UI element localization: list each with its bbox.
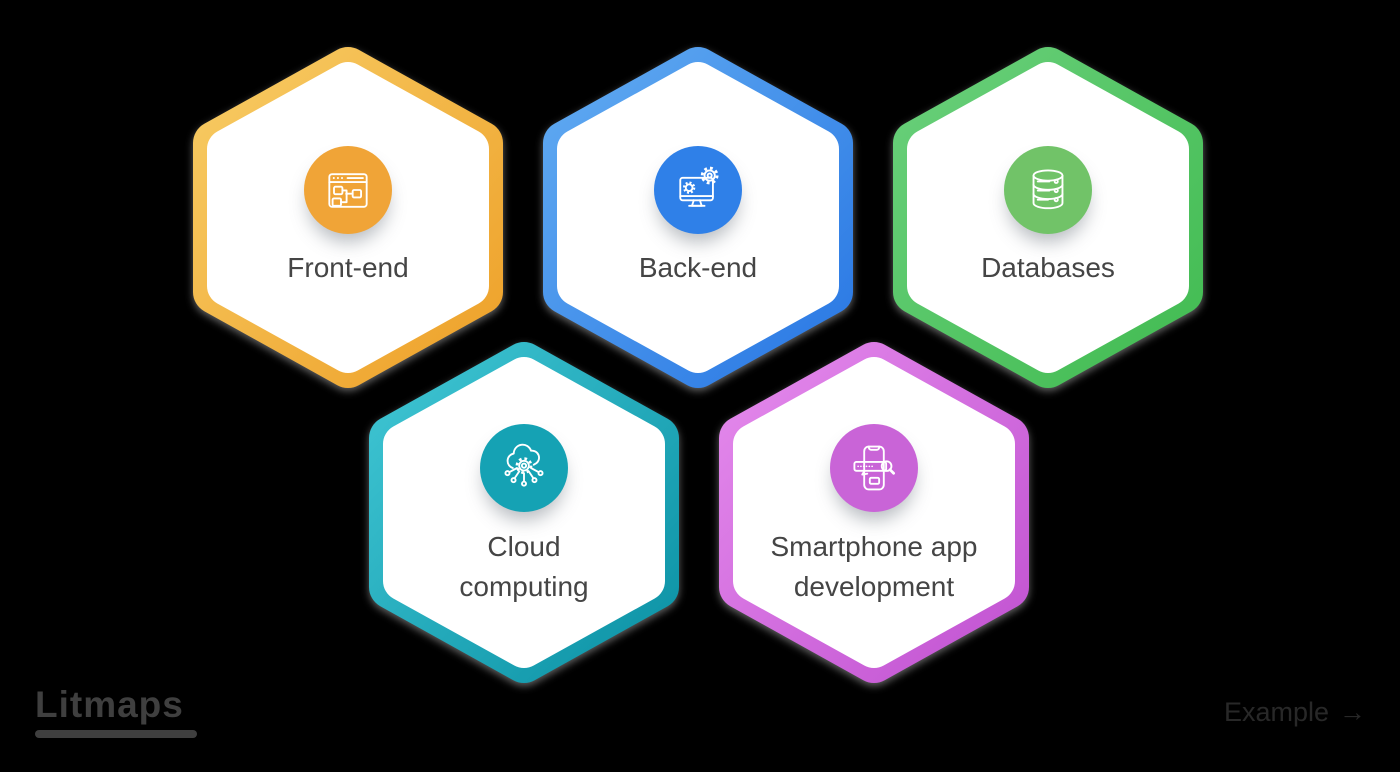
hexagon-label-databases: Databases bbox=[893, 250, 1203, 286]
hexagon-smartphone-app-development: Smartphone app development bbox=[719, 340, 1029, 685]
hexagon-front-end: Front-end bbox=[193, 45, 503, 390]
smartphone-search-icon bbox=[853, 445, 895, 491]
cloud-gear-network-icon bbox=[504, 443, 544, 487]
hexagon-border bbox=[719, 342, 1029, 683]
label-line-1: Front-end bbox=[287, 252, 409, 283]
databases-icon-badge bbox=[1004, 146, 1092, 234]
label-line-2: computing bbox=[459, 571, 589, 602]
label-line-1: Smartphone app bbox=[770, 531, 978, 562]
hexagon-back-end: Back-end bbox=[543, 45, 853, 390]
hexagon-border bbox=[193, 47, 503, 388]
database-stack-icon bbox=[1032, 169, 1064, 210]
front-end-icon-badge bbox=[304, 146, 392, 234]
hexagon-label-cloud-computing: Cloud computing bbox=[369, 527, 679, 607]
logo-wordmark: Litmaps bbox=[35, 684, 184, 725]
label-line-2: development bbox=[793, 571, 955, 602]
label-line-1: Back-end bbox=[638, 252, 758, 283]
hexagon-label-front-end: Front-end bbox=[193, 250, 503, 286]
label-line-1: Databases bbox=[981, 252, 1115, 283]
hexagon-label-smartphone-app-development: Smartphone app development bbox=[719, 527, 1029, 607]
cloud-computing-icon-badge bbox=[480, 424, 568, 512]
monitor-gears-icon bbox=[679, 166, 719, 207]
example-label: Example bbox=[1224, 697, 1330, 727]
smartphone-icon-badge bbox=[830, 424, 918, 512]
browser-window-flowchart-icon bbox=[328, 173, 368, 208]
label-line-1: Cloud bbox=[487, 531, 561, 562]
hexagon-label-back-end: Back-end bbox=[543, 250, 853, 286]
back-end-icon-badge bbox=[654, 146, 742, 234]
hexagon-databases: Databases bbox=[893, 45, 1203, 390]
hexagon-border bbox=[369, 342, 679, 683]
logo-underline bbox=[35, 730, 197, 738]
hexagon-cloud-computing: Cloud computing bbox=[369, 340, 679, 685]
example-link[interactable]: Example → bbox=[1224, 697, 1366, 728]
arrow-right-icon: → bbox=[1339, 697, 1367, 727]
